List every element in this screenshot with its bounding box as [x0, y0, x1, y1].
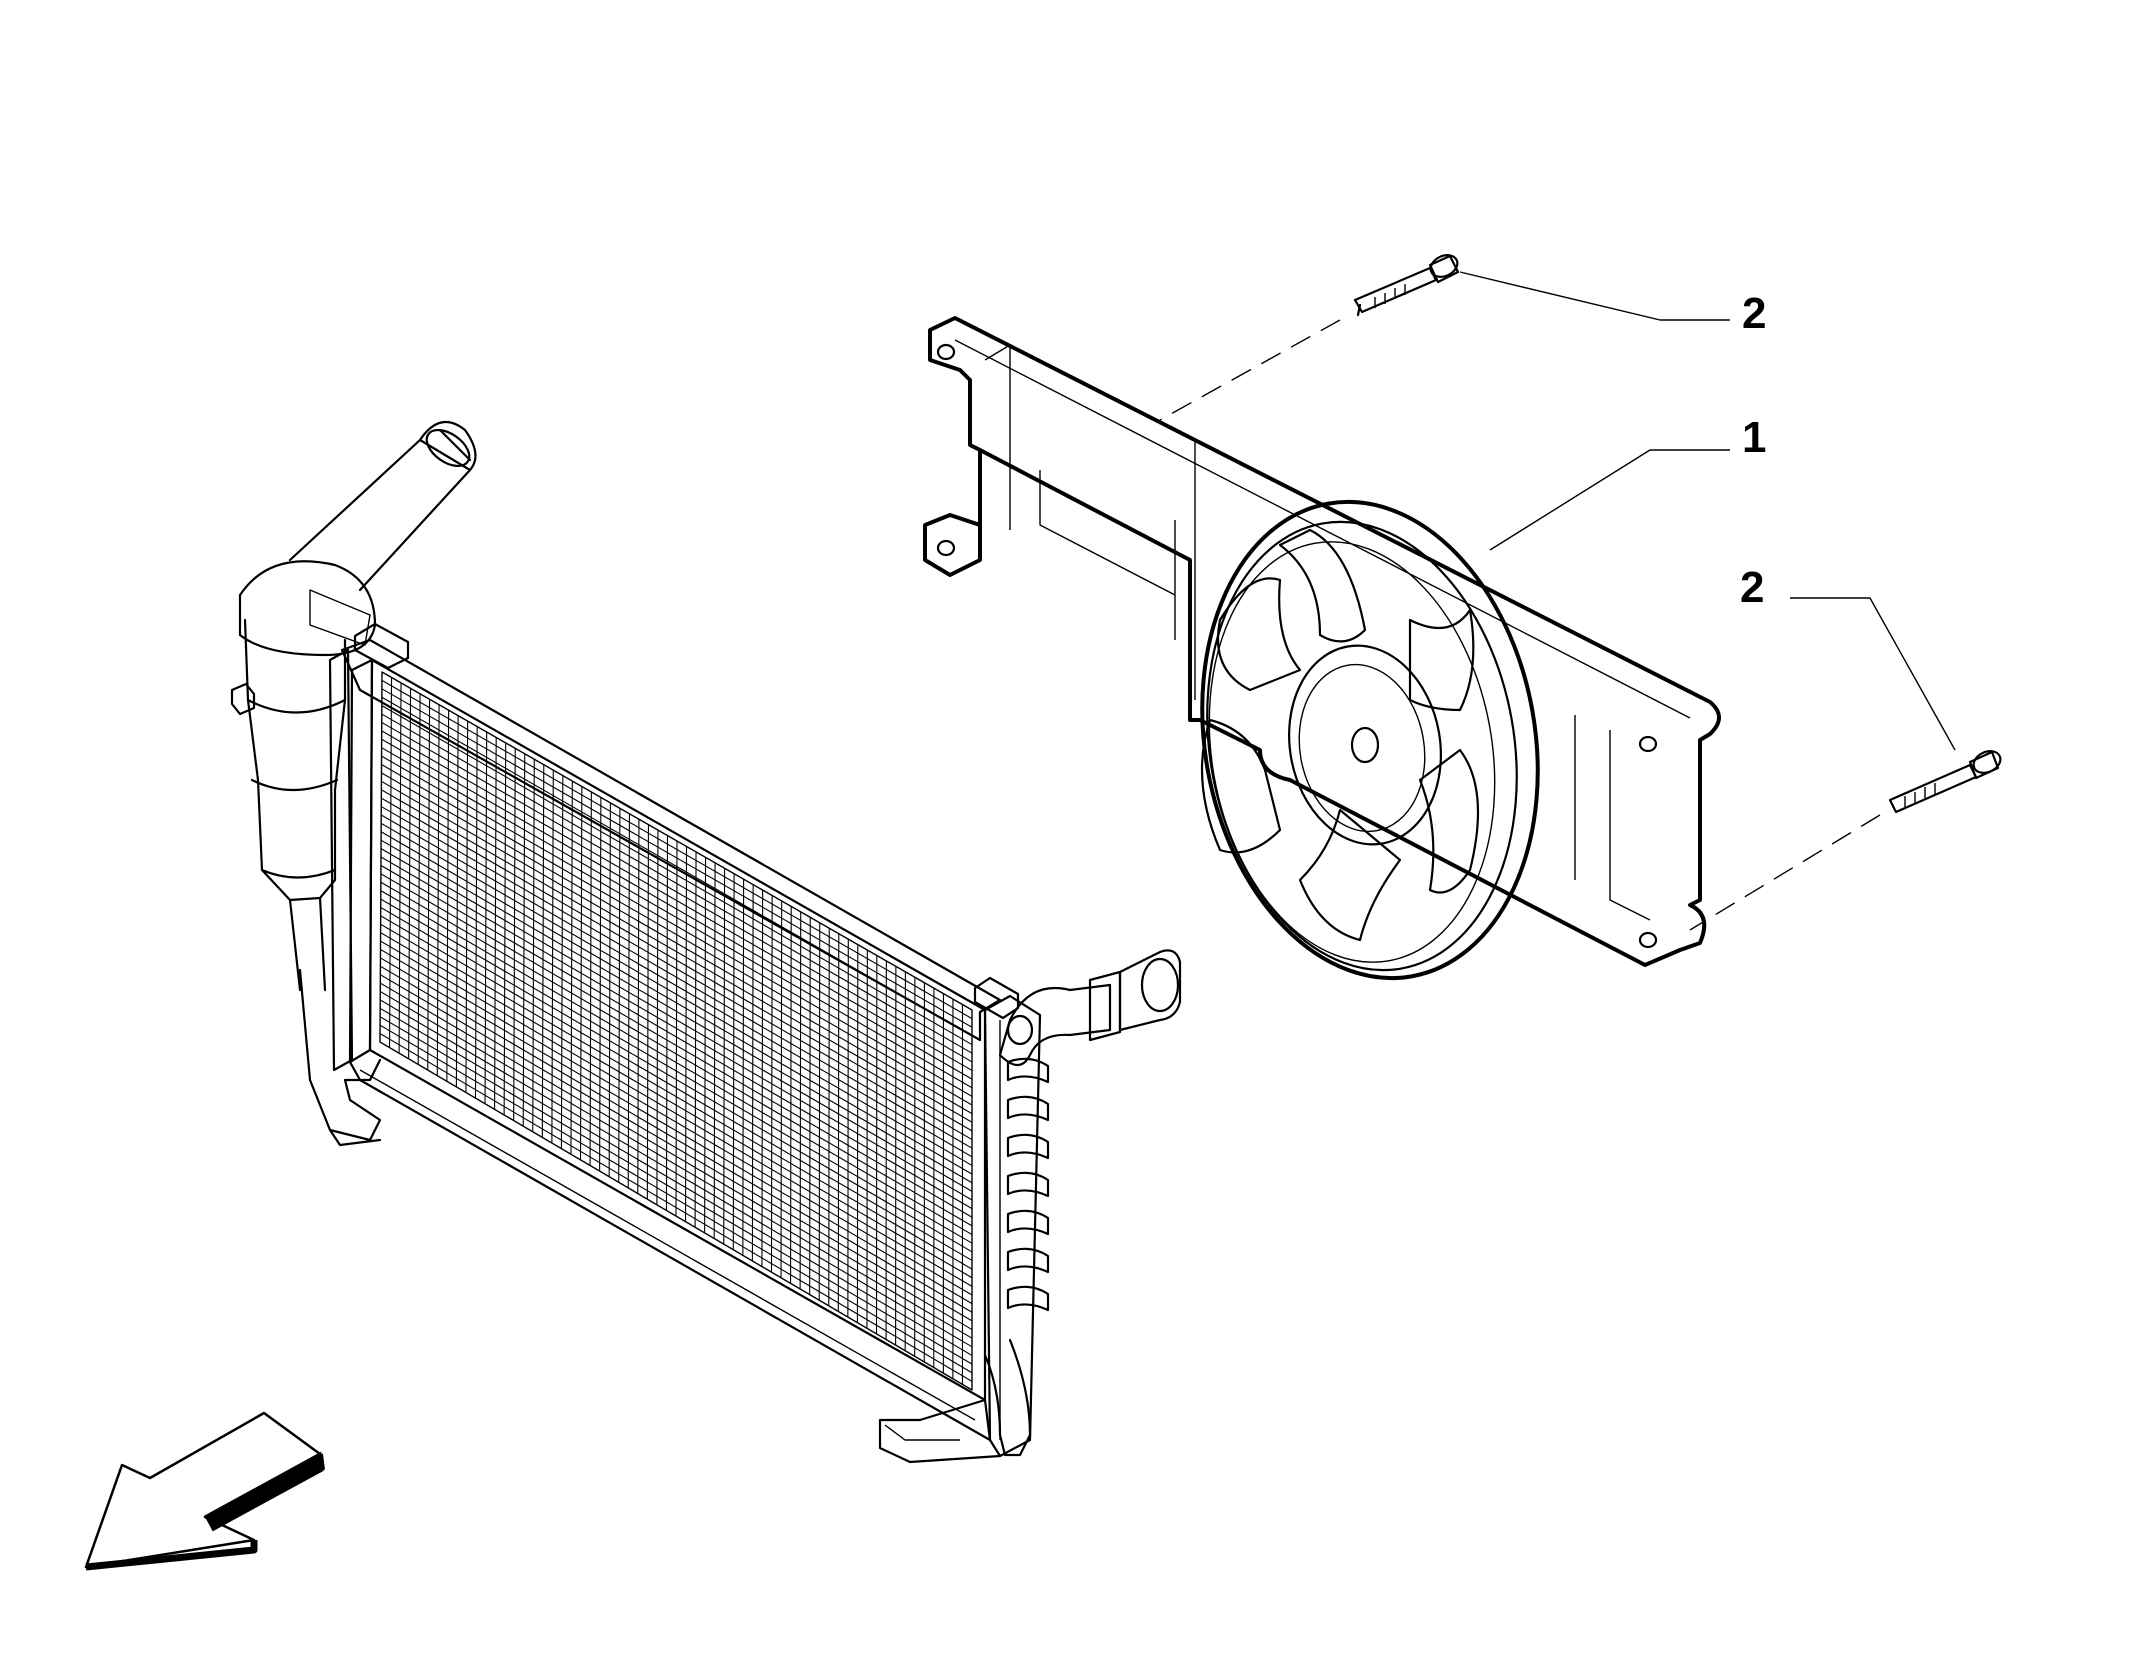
- grid-line: [381, 696, 973, 1037]
- grid-line: [380, 974, 973, 1322]
- grid-line: [380, 864, 973, 1210]
- grid-line: [381, 772, 973, 1115]
- grid-line: [380, 898, 973, 1244]
- grid-line: [380, 982, 973, 1331]
- screw-right: [1888, 750, 2002, 814]
- radiator-outlet-pipe: [998, 949, 1182, 1067]
- grid-line: [380, 932, 973, 1279]
- expansion-tank: [230, 420, 477, 992]
- callout-label-2-right: 2: [1740, 563, 1764, 612]
- grid-line: [381, 747, 973, 1089]
- radiator: [298, 622, 1182, 1464]
- grid-line: [380, 822, 973, 1166]
- grid-line: [381, 780, 973, 1123]
- grid-line: [380, 881, 973, 1227]
- grid-line: [381, 764, 973, 1106]
- grid-line: [381, 738, 973, 1080]
- grid-line: [380, 814, 973, 1158]
- grid-line: [380, 957, 973, 1305]
- grid-line: [380, 856, 973, 1201]
- right-tank-ribs: [1006, 1057, 1050, 1312]
- callout-2-top: 2: [1459, 271, 1766, 338]
- grid-line: [380, 831, 973, 1175]
- callout-label-2-top: 2: [1742, 289, 1766, 338]
- grid-line: [380, 848, 973, 1192]
- grid-line: [379, 1007, 973, 1356]
- grid-line: [380, 873, 973, 1218]
- direction-arrow-icon: [84, 1411, 325, 1571]
- fan-blades: [1200, 528, 1480, 942]
- radiator-core-grid: [379, 677, 973, 1385]
- callout-label-1: 1: [1742, 413, 1766, 462]
- callout-2-right: 2: [1740, 563, 1956, 751]
- grid-line: [380, 923, 973, 1270]
- grid-line: [381, 797, 973, 1141]
- grid-line: [380, 949, 973, 1296]
- grid-line: [381, 721, 973, 1063]
- grid-line: [380, 915, 973, 1261]
- grid-line: [379, 1016, 973, 1365]
- grid-line: [381, 730, 973, 1071]
- grid-line: [381, 755, 973, 1097]
- grid-line: [381, 679, 973, 1020]
- grid-line: [380, 890, 973, 1236]
- grid-line: [379, 999, 973, 1348]
- grid-line: [380, 806, 973, 1149]
- grid-line: [381, 789, 973, 1132]
- assembly-line-top: [1159, 319, 1341, 421]
- grid-line: [380, 839, 973, 1184]
- cooling-fan-assembly: [923, 316, 1721, 981]
- grid-line: [380, 940, 973, 1287]
- grid-line: [380, 965, 973, 1313]
- grid-line: [379, 1033, 973, 1382]
- grid-line: [381, 713, 973, 1054]
- grid-line: [381, 705, 973, 1046]
- screw-top: [1353, 254, 1460, 317]
- grid-line: [381, 688, 973, 1028]
- grid-line: [380, 906, 973, 1253]
- assembly-line-right: [1689, 814, 1881, 931]
- callout-1: 1: [1489, 413, 1766, 551]
- grid-line: [379, 991, 973, 1339]
- grid-line: [379, 1024, 973, 1374]
